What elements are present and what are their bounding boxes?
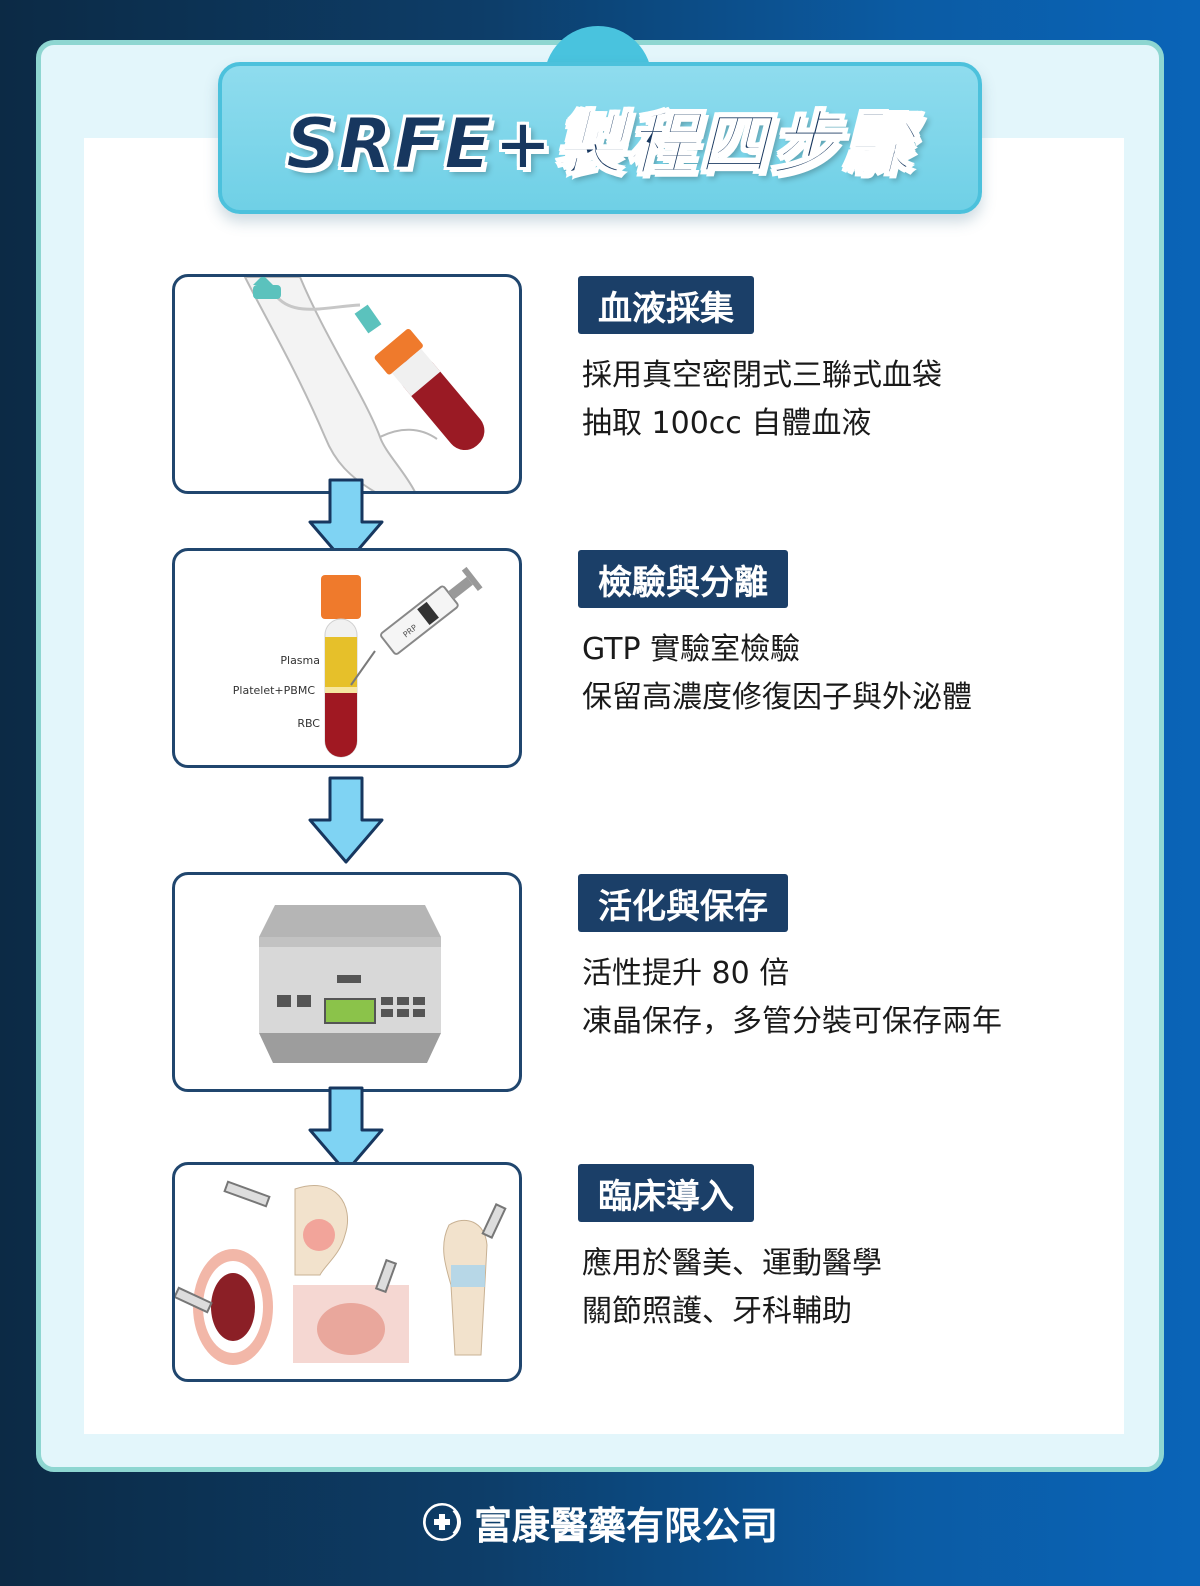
clinical-applications-illustration — [175, 1180, 507, 1365]
step-4-illustration — [172, 1162, 522, 1382]
step-4-description: 應用於醫美、運動醫學 關節照護、牙科輔助 — [582, 1240, 882, 1336]
down-arrow-icon — [308, 1086, 384, 1174]
down-arrow-icon — [308, 776, 384, 864]
step-4-line-1: 應用於醫美、運動醫學 — [582, 1246, 882, 1281]
step-4-line-2: 關節照護、牙科輔助 — [582, 1294, 852, 1329]
platelet-label: Platelet+PBMC — [233, 684, 316, 697]
step-2-line-2: 保留高濃度修復因子與外泌體 — [582, 680, 972, 715]
step-3-label: 活化與保存 — [578, 874, 788, 932]
footer: 富康醫藥有限公司 — [0, 1492, 1200, 1552]
tube-separation-illustration: Plasma Platelet+PBMC RBC PRP — [233, 566, 483, 758]
rbc-label: RBC — [297, 717, 320, 730]
step-1-description: 採用真空密閉式三聯式血袋 抽取 100cc 自體血液 — [582, 352, 942, 448]
title-banner: SRFE+製程四步驟 — [218, 62, 982, 214]
down-arrow-icon — [308, 478, 384, 566]
step-2-illustration: Plasma Platelet+PBMC RBC PRP — [172, 548, 522, 768]
step-4-label: 臨床導入 — [578, 1164, 754, 1222]
step-3-description: 活性提升 80 倍 凍晶保存，多管分裝可保存兩年 — [582, 950, 1002, 1046]
step-2-description: GTP 實驗室檢驗 保留高濃度修復因子與外泌體 — [582, 626, 972, 722]
blood-draw-illustration — [243, 277, 485, 491]
centrifuge-icon — [259, 905, 441, 1063]
step-3-line-1: 活性提升 80 倍 — [582, 956, 790, 991]
plasma-label: Plasma — [280, 654, 320, 667]
step-1-line-1: 採用真空密閉式三聯式血袋 — [582, 358, 942, 393]
page-title: SRFE+製程四步驟 — [285, 102, 915, 186]
step-1-line-2: 抽取 100cc 自體血液 — [582, 406, 872, 441]
step-1-label: 血液採集 — [578, 276, 754, 334]
step-2-label: 檢驗與分離 — [578, 550, 788, 608]
step-3-line-2: 凍晶保存，多管分裝可保存兩年 — [582, 1004, 1002, 1039]
step-2-line-1: GTP 實驗室檢驗 — [582, 632, 801, 667]
step-3-illustration — [172, 872, 522, 1092]
step-1-illustration — [172, 274, 522, 494]
company-name: 富康醫藥有限公司 — [473, 1503, 778, 1548]
company-logo-icon — [422, 1503, 461, 1541]
